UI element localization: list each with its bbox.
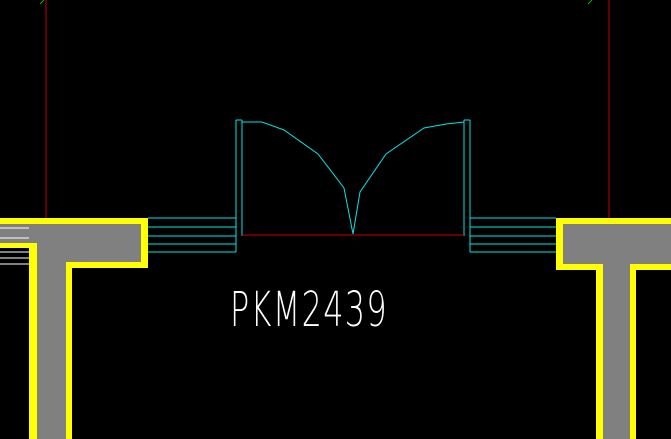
marker-top-left — [39, 0, 45, 5]
right-door-leaf — [352, 121, 465, 235]
left-door-frame — [148, 119, 243, 253]
left-wall — [0, 218, 148, 439]
right-wall — [556, 218, 671, 439]
left-door-leaf — [242, 121, 354, 235]
door-tag-label: PKM2439 — [230, 282, 388, 338]
right-door-frame — [463, 119, 556, 253]
marker-top-right — [587, 0, 593, 5]
